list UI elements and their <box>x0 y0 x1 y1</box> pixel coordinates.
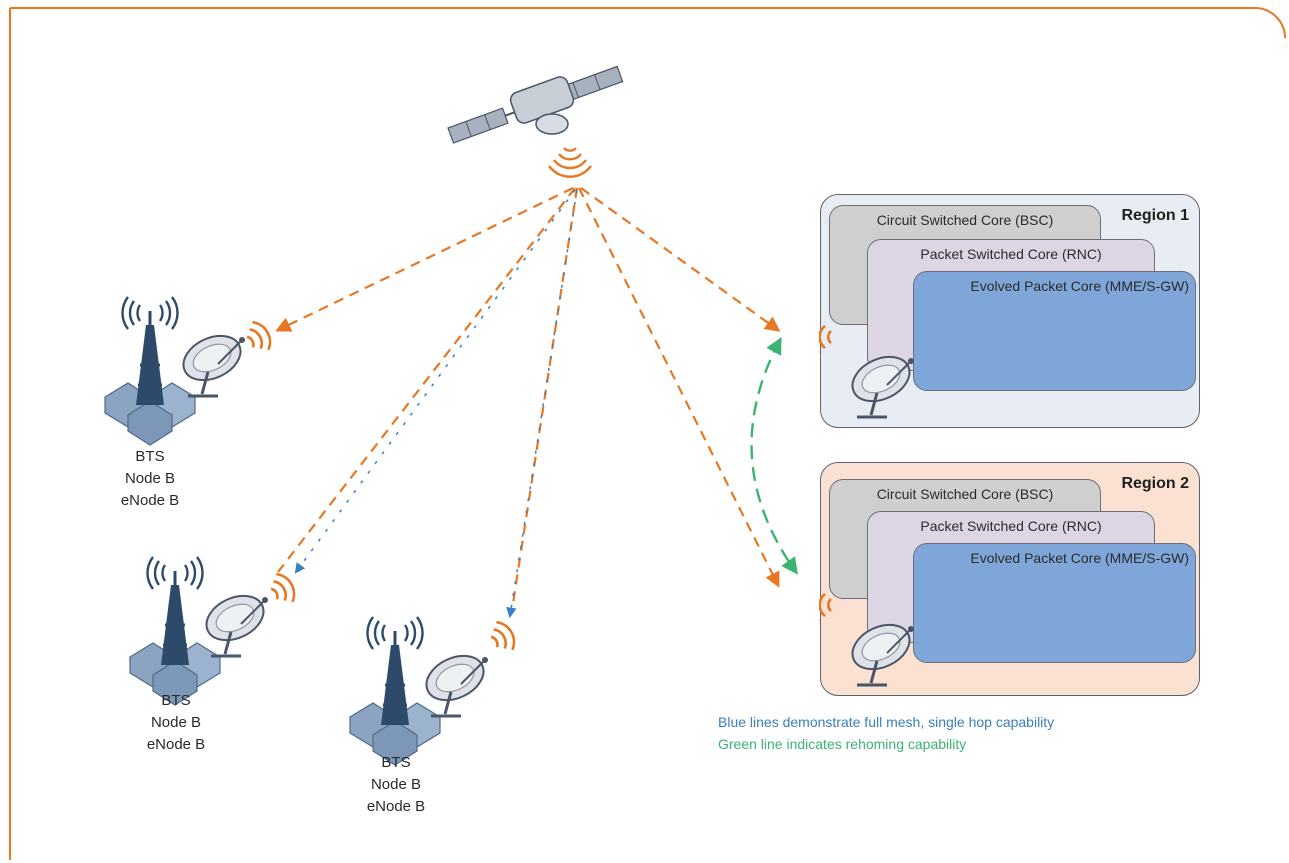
region-dish-icon <box>819 323 915 419</box>
tower-icon <box>103 295 197 447</box>
signal-icon <box>240 316 277 358</box>
signal-icon <box>548 147 592 178</box>
site-label-line: BTS <box>135 448 165 465</box>
dish-icon <box>417 645 493 718</box>
core-epc: Evolved Packet Core (MME/S-GW) <box>913 543 1196 663</box>
legend-blue: Blue lines demonstrate full mesh, single… <box>718 714 1055 730</box>
region-1-box: Circuit Switched Core (BSC) Packet Switc… <box>819 194 1200 428</box>
signal-icon <box>484 616 521 658</box>
site-label-line: eNode B <box>366 798 426 815</box>
region-title: Region 2 <box>1121 475 1189 492</box>
site-label-line: eNode B <box>146 736 206 753</box>
site-label-line: Node B <box>150 714 202 731</box>
site-label-line: Node B <box>124 470 176 487</box>
legend-green: Green line indicates rehoming capability <box>718 736 967 752</box>
core-epc: Evolved Packet Core (MME/S-GW) <box>913 271 1196 391</box>
site-label-2: BTS Node B eNode B <box>106 690 246 756</box>
site-label-line: BTS <box>381 754 411 771</box>
site-label-1: BTS Node B eNode B <box>80 446 220 512</box>
site-label-line: Node B <box>370 776 422 793</box>
dish-icon <box>174 325 250 398</box>
site-label-line: BTS <box>161 692 191 709</box>
region-title: Region 1 <box>1121 207 1189 224</box>
tower-icon <box>128 555 222 707</box>
region-2-box: Circuit Switched Core (BSC) Packet Switc… <box>819 462 1200 696</box>
dish-icon <box>197 585 273 658</box>
satellite-icon <box>447 65 624 144</box>
link-blue <box>294 189 578 619</box>
region-dish-icon <box>819 591 915 687</box>
link-green <box>750 337 798 575</box>
link-orange <box>275 187 781 611</box>
site-label-line: eNode B <box>120 492 180 509</box>
tower-icon <box>348 615 442 767</box>
site-label-3: BTS Node B eNode B <box>326 752 466 818</box>
signal-icon <box>264 568 301 610</box>
